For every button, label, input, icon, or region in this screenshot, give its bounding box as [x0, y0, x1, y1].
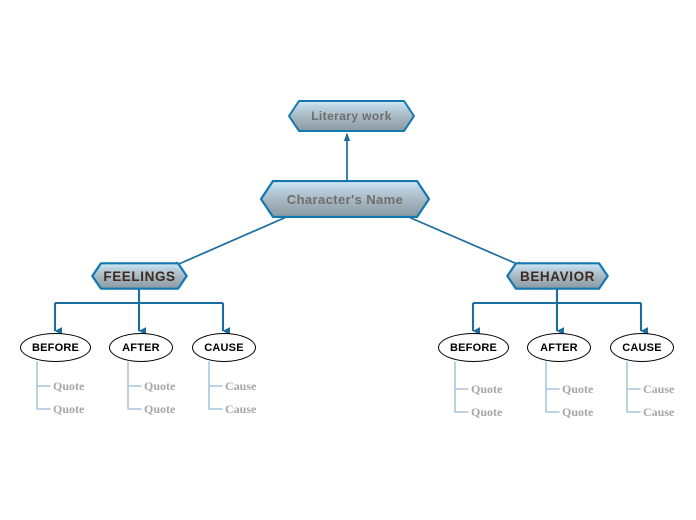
node-behavior-after[interactable]: AFTER [527, 333, 591, 362]
leaf-feelings-cause-1[interactable]: Cause [225, 379, 257, 393]
node-shape [288, 100, 415, 132]
node-feelings[interactable]: FEELINGS [91, 262, 188, 290]
node-behavior-after-label: AFTER [540, 341, 578, 354]
node-feelings-cause[interactable]: CAUSE [192, 333, 256, 362]
leaf-feelings-after-1[interactable]: Quote [144, 379, 176, 393]
leafbus-behavior-after [545, 361, 560, 413]
leaf-feelings-before-1[interactable]: Quote [53, 379, 85, 393]
edge-root-to-feelings [170, 214, 292, 268]
leafbus-behavior-before [454, 361, 469, 413]
leaf-behavior-cause-1[interactable]: Cause [643, 382, 675, 396]
leaf-behavior-before-2[interactable]: Quote [471, 405, 503, 419]
leaf-behavior-before-1[interactable]: Quote [471, 382, 503, 396]
leafbus-feelings-before [36, 361, 51, 410]
leaf-behavior-after-1[interactable]: Quote [562, 382, 594, 396]
node-behavior-cause-label: CAUSE [622, 341, 662, 354]
node-feelings-label: FEELINGS [103, 268, 176, 284]
node-literary-work-label: Literary work [311, 109, 392, 123]
leaf-feelings-after-2[interactable]: Quote [144, 402, 176, 416]
edge-root-to-behavior [403, 214, 526, 268]
node-feelings-cause-label: CAUSE [204, 341, 244, 354]
node-behavior-cause[interactable]: CAUSE [610, 333, 674, 362]
node-character-name-label: Character's Name [286, 191, 404, 207]
node-feelings-before-label: BEFORE [31, 341, 80, 354]
node-literary-work[interactable]: Literary work [288, 100, 415, 132]
node-behavior-label: BEHAVIOR [519, 268, 596, 284]
node-feelings-before[interactable]: BEFORE [20, 333, 91, 362]
leaf-feelings-cause-2[interactable]: Cause [225, 402, 257, 416]
node-feelings-after-label: AFTER [122, 341, 160, 354]
leaf-behavior-cause-2[interactable]: Cause [643, 405, 675, 419]
node-behavior[interactable]: BEHAVIOR [506, 262, 609, 290]
node-behavior-before-label: BEFORE [449, 341, 498, 354]
node-behavior-before[interactable]: BEFORE [438, 333, 509, 362]
node-character-name[interactable]: Character's Name [260, 180, 430, 218]
leaf-behavior-after-2[interactable]: Quote [562, 405, 594, 419]
node-feelings-after[interactable]: AFTER [109, 333, 173, 362]
leafbus-behavior-cause [626, 361, 641, 413]
leafbus-feelings-after [127, 361, 142, 410]
leaf-feelings-before-2[interactable]: Quote [53, 402, 85, 416]
node-shape [506, 262, 609, 290]
leafbus-feelings-cause [208, 361, 223, 410]
